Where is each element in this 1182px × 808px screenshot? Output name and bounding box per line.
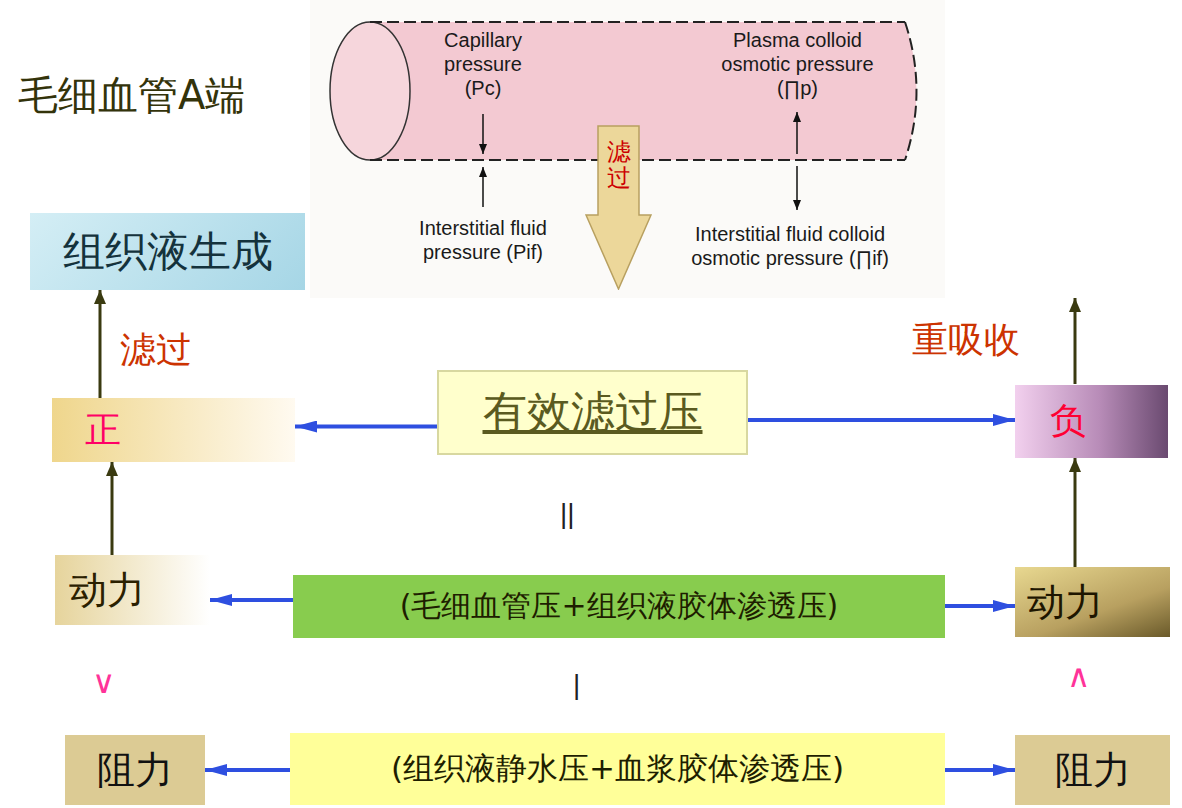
edge-label: 滤过 (118, 326, 194, 375)
connector-arrow (1074, 458, 1077, 567)
node-text: 负 (1050, 397, 1086, 446)
connector-arrow (205, 768, 290, 772)
connector-arrow (99, 290, 102, 398)
force-box: 动力 (55, 555, 210, 625)
force-label: Plasma colloid osmotic pressure (∏p) (710, 28, 885, 100)
force-box: 阻力 (65, 735, 205, 805)
force-box: 动力 (1015, 567, 1170, 637)
node-text: 动力 (69, 565, 145, 616)
process-label: 重吸收 (912, 318, 1020, 361)
vertical-text: 滤过 (607, 139, 631, 192)
compare-sign: ∧ (1067, 657, 1090, 695)
force-arrow (796, 166, 798, 210)
result-box: 组织液生成 (30, 213, 305, 290)
node-text: 动力 (1027, 577, 1103, 628)
connector-arrow (945, 604, 1015, 608)
force-arrow (796, 112, 798, 154)
capillary-wall (905, 22, 917, 160)
node-text: (组织液静水压+血浆胶体渗透压) (391, 748, 844, 790)
force-box: 阻力 (1015, 735, 1170, 805)
force-label: Interstitial fluid colloid osmotic press… (670, 222, 910, 270)
node-text: (毛细血管压+组织液胶体渗透压) (400, 586, 839, 627)
formula-band: (毛细血管压+组织液胶体渗透压) (293, 575, 945, 638)
force-label: Capillary pressure (Pc) (423, 28, 543, 100)
connector-arrow (748, 418, 1015, 422)
capillary-wall (370, 21, 905, 23)
node-text: 阻力 (1055, 745, 1131, 796)
capillary-tube (370, 22, 917, 160)
node-text: 有效滤过压 (483, 383, 703, 442)
filter-arrow: 滤过 (585, 125, 652, 290)
force-arrow (482, 114, 484, 154)
formula-box: 有效滤过压 (437, 370, 748, 455)
minus-sign: | (573, 668, 580, 702)
sign-box: 正 (52, 398, 295, 462)
title: 毛细血管A端 (18, 68, 245, 123)
illustration-panel (310, 0, 945, 298)
node-text: 组织液生成 (63, 224, 273, 280)
formula-band: (组织液静水压+血浆胶体渗透压) (290, 733, 945, 805)
compare-sign: ∨ (92, 663, 115, 701)
node-text: 阻力 (97, 745, 173, 796)
tube-opening (330, 22, 410, 160)
force-arrow (482, 167, 484, 207)
reabsorb-arrow (1074, 298, 1077, 384)
connector-arrow (111, 462, 114, 555)
arrow-outline (586, 126, 651, 289)
node-text: 正 (85, 406, 121, 455)
force-label: Interstitial fluid pressure (Pif) (403, 216, 563, 264)
sign-box: 负 (1015, 385, 1168, 458)
equal-sign: || (560, 497, 575, 531)
connector-arrow (210, 598, 293, 602)
connector-arrow (945, 768, 1015, 772)
connector-arrow (295, 425, 437, 429)
